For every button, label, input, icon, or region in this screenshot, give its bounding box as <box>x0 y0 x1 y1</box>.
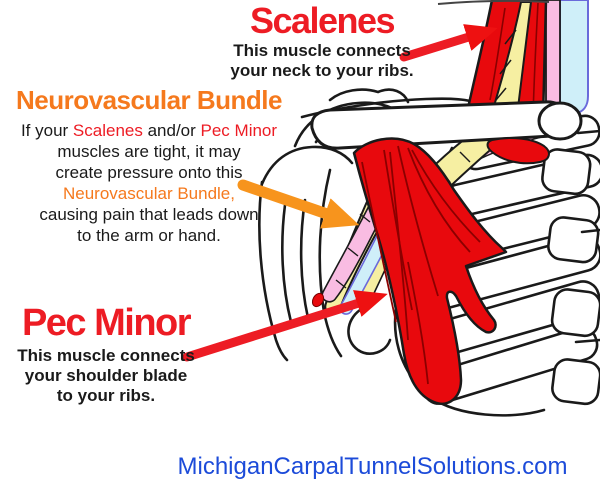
pec-minor-title: Pec Minor <box>21 302 192 344</box>
arm-crease-1 <box>281 203 293 324</box>
clavicle-sternal-end <box>537 101 583 141</box>
costal-cartilage <box>541 148 592 196</box>
neck-top-edge-line <box>437 0 550 5</box>
pec-minor-desc-line2: your shoulder blade <box>24 366 188 385</box>
footer: MichiganCarpalTunnelSolutions.com <box>0 452 600 482</box>
clavicle-bone <box>310 100 583 165</box>
neurovascular-label-block: Neurovascular Bundle If your Scalenes an… <box>4 84 294 246</box>
costal-cartilage <box>550 288 600 338</box>
acromion-arc <box>328 88 410 104</box>
nerve-hatch-lines <box>495 29 517 101</box>
pec-minor-arrow <box>182 290 388 362</box>
pec-minor-mention: Pec Minor <box>200 121 278 140</box>
artery-cut-end <box>311 292 325 308</box>
pec-minor-desc-line1: This muscle connects <box>17 346 195 365</box>
neurovascular-arrow <box>237 179 360 229</box>
website-watermark: MichiganCarpalTunnelSolutions.com <box>177 453 568 480</box>
scalenes-title: Scalenes <box>249 0 396 41</box>
carotid-artery <box>545 0 561 119</box>
scalenes-desc-line2: your neck to your ribs. <box>230 61 414 80</box>
body-midline-tick-2 <box>580 228 600 234</box>
subclavius-muscle <box>486 137 550 165</box>
scalenes-desc-line1: This muscle connects <box>233 41 411 60</box>
paragraph-line: to the arm or hand. <box>77 226 221 245</box>
body-midline-tick-3 <box>574 338 600 344</box>
body-midline-tick-1 <box>576 129 600 135</box>
neurovascular-mention: Neurovascular Bundle, <box>63 184 235 203</box>
paragraph-line: muscles are tight, it may <box>57 142 241 161</box>
costal-cartilage <box>551 358 600 406</box>
arm-crease-2 <box>299 198 310 320</box>
paragraph-line: create pressure onto this <box>55 163 243 182</box>
pec-minor-fiber-lines <box>361 145 481 385</box>
paragraph-line: If your Scalenes and/or Pec Minor <box>20 121 278 140</box>
scalenes-mention: Scalenes <box>72 121 143 140</box>
jugular-vein <box>559 0 589 117</box>
deltoid-arc <box>260 145 354 186</box>
axillary-artery <box>321 195 389 303</box>
arm-outer-edge <box>258 180 289 362</box>
scalenes-arrow <box>399 24 498 62</box>
scalenes-label-block: Scalenes This muscle connects your neck … <box>213 1 431 81</box>
costal-cartilage <box>547 216 600 264</box>
pec-minor-label-block: Pec Minor This muscle connects your shou… <box>5 300 207 406</box>
pec-minor-desc-line3: to your ribs. <box>56 386 156 405</box>
annotation-arrows <box>182 24 498 362</box>
ribcage-inner-arc <box>347 308 392 355</box>
paragraph-line: causing pain that leads down <box>39 205 259 224</box>
neurovascular-paragraph: If your Scalenes and/or Pec Minor muscle… <box>4 120 294 246</box>
pec-minor-muscle <box>352 137 508 405</box>
neurovascular-title: Neurovascular Bundle <box>16 85 282 115</box>
